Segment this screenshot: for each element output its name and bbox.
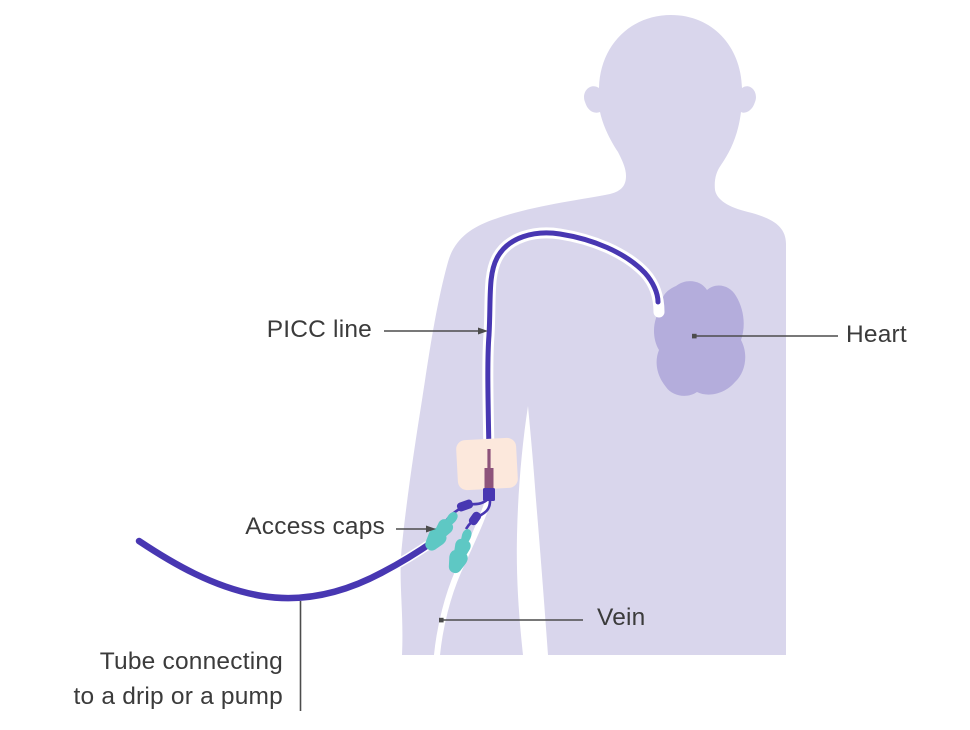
heart-leader-dot — [692, 333, 697, 339]
external-tube — [135, 537, 438, 602]
access-caps-leader-arrow — [426, 525, 436, 533]
body-silhouette — [400, 15, 786, 655]
vein-leader-dot — [439, 617, 444, 623]
armpit-gap — [516, 406, 548, 655]
access-cap-1 — [425, 512, 458, 551]
lumen-tube-2 — [464, 500, 492, 530]
picc-catheter — [485, 230, 661, 455]
dressing-patch — [456, 437, 518, 491]
heart-label: Heart — [846, 321, 907, 348]
access-cap-2 — [448, 529, 472, 574]
catheter-hub — [483, 488, 495, 501]
clamp-2 — [468, 511, 482, 526]
insertion-segment — [484, 468, 494, 489]
tube-connecting-label-line1: Tube connecting — [99, 648, 283, 675]
heart-shape — [653, 281, 746, 396]
tube-connecting-label: Tube connecting to a drip or a pump — [74, 644, 283, 714]
picc-leader-arrow — [478, 327, 488, 335]
picc-line-label: PICC line — [266, 316, 372, 343]
access-caps-label: Access caps — [245, 513, 385, 540]
vein-label: Vein — [597, 604, 646, 631]
clamp-1 — [456, 499, 474, 512]
tube-connecting-label-line2: to a drip or a pump — [73, 683, 283, 710]
